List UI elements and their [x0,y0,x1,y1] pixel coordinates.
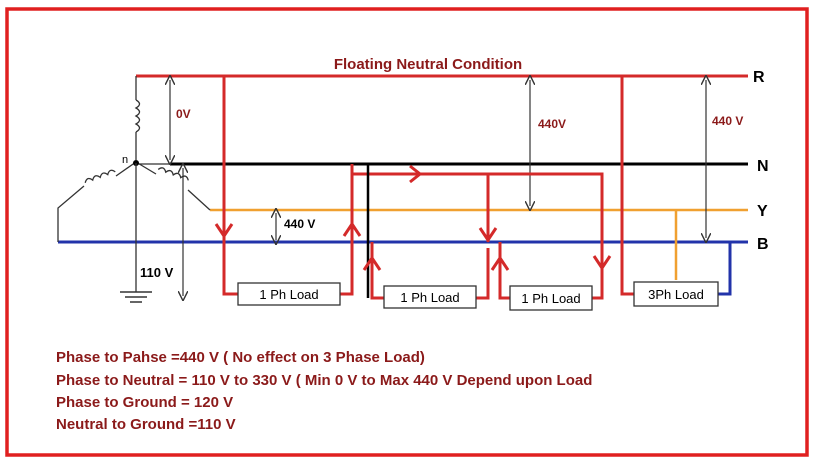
load-1-label: 1 Ph Load [259,287,318,302]
note-4: Neutral to Ground =110 V [56,416,236,433]
label-n: N [757,158,769,175]
notes-block: Phase to Pahse =440 V ( No effect on 3 P… [56,349,592,433]
load-3-label: 1 Ph Load [521,291,580,306]
outer-frame [5,7,809,457]
neutral-point-label: n [122,154,128,166]
v110-label: 110 V [140,265,174,280]
star-transformer [57,76,211,242]
label-r: R [753,69,765,86]
v0-label: 0V [176,107,191,121]
v440-ry-label: 440V [538,117,566,131]
note-2: Phase to Neutral = 110 V to 330 V ( Min … [56,372,592,389]
diagram-title: Floating Neutral Condition [334,56,522,73]
load-box-3ph: 3Ph Load [633,281,719,307]
v440-yb-label: 440 V [284,217,315,231]
note-3: Phase to Ground = 120 V [56,394,233,411]
v440-rb-label: 440 V [712,114,743,128]
load-box-1: 1 Ph Load [237,282,341,306]
coil-left [84,169,116,184]
label-b: B [757,236,769,253]
load-box-2: 1 Ph Load [383,285,477,309]
coil-top [134,99,141,133]
current-paths [222,76,634,300]
label-y: Y [757,203,768,220]
load-3ph-label: 3Ph Load [648,287,704,302]
note-1: Phase to Pahse =440 V ( No effect on 3 P… [56,349,425,366]
b-to-3ph [718,242,732,296]
ground-icon [120,291,152,303]
load-2-label: 1 Ph Load [400,290,459,305]
current-arrows [214,164,612,271]
load-box-3: 1 Ph Load [509,285,593,311]
